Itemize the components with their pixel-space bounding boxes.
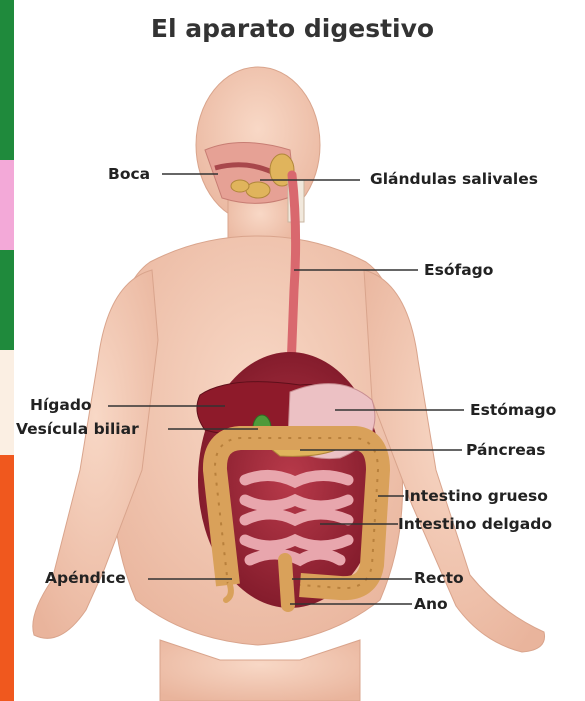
label-esofago: Esófago xyxy=(424,261,493,279)
label-recto: Recto xyxy=(414,569,464,587)
label-apendice: Apéndice xyxy=(45,569,126,587)
label-glandulas-salivales: Glándulas salivales xyxy=(370,170,538,188)
label-boca: Boca xyxy=(108,165,150,183)
label-higado: Hígado xyxy=(30,396,92,414)
label-intestino-grueso: Intestino grueso xyxy=(404,487,548,505)
label-intestino-delgado: Intestino delgado xyxy=(398,515,552,533)
label-pancreas: Páncreas xyxy=(466,441,545,459)
label-estomago: Estómago xyxy=(470,401,556,419)
label-vesicula-biliar: Vesícula biliar xyxy=(16,420,139,438)
label-ano: Ano xyxy=(414,595,448,613)
rectum-shape xyxy=(285,560,288,605)
